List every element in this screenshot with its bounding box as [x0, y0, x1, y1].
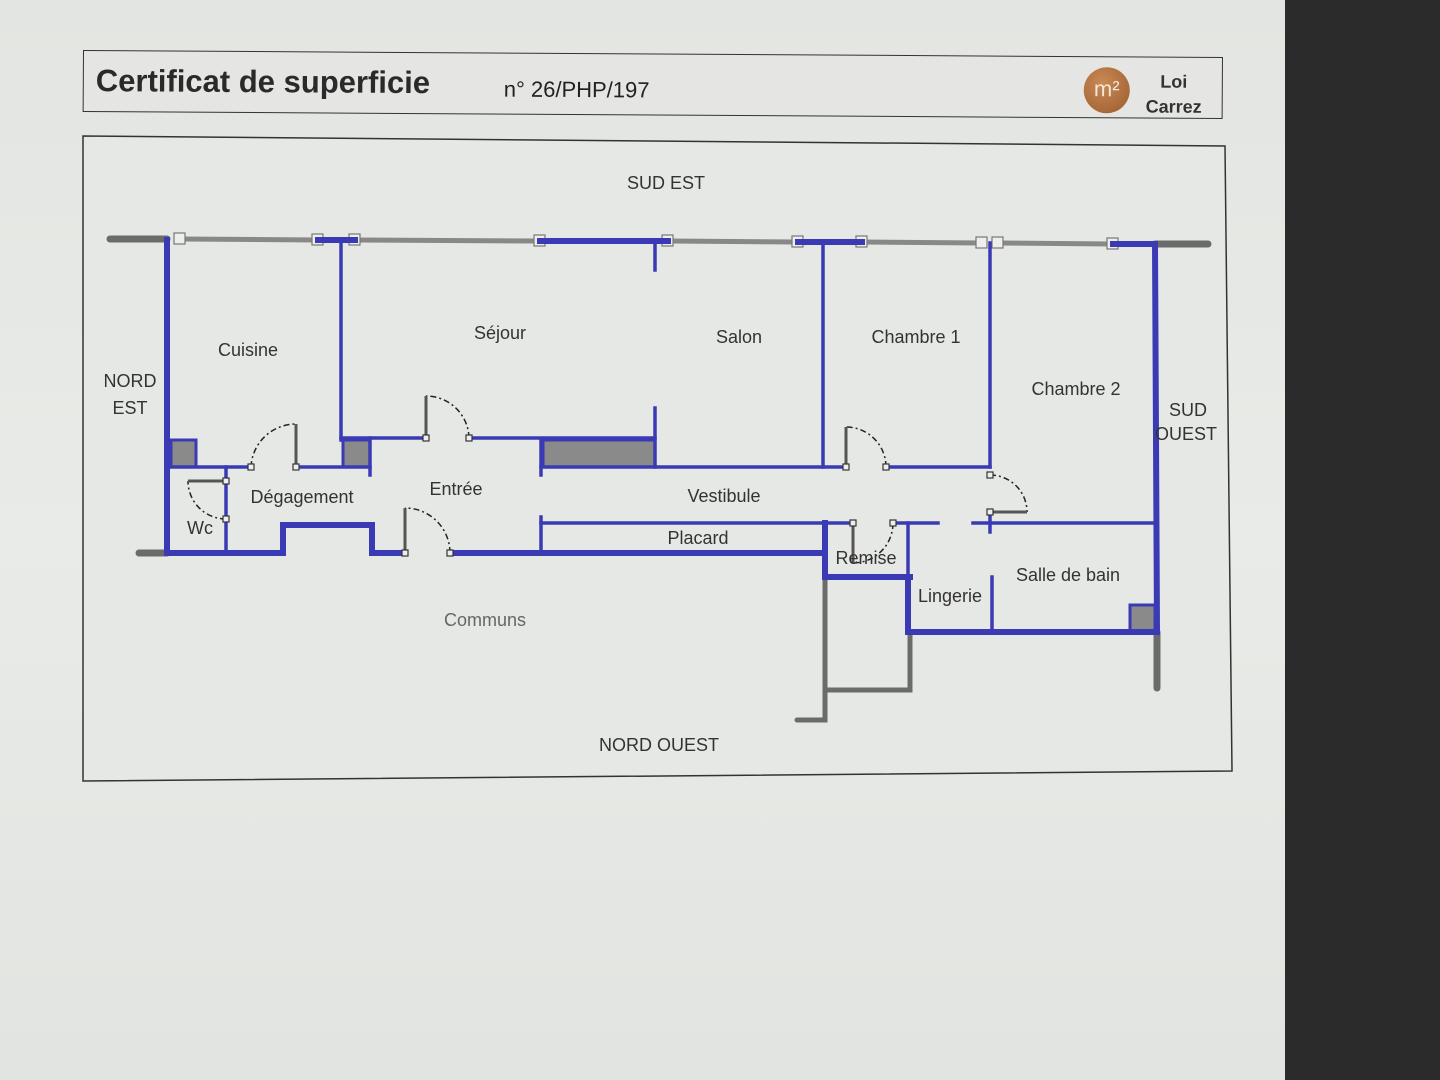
area-communs: Communs — [444, 610, 526, 630]
room-chambre-1: Chambre 1 — [871, 327, 960, 347]
room-salle-de-bain: Salle de bain — [1016, 565, 1120, 585]
orientation-left-2: EST — [112, 398, 147, 418]
orientation-left-1: NORD — [104, 371, 157, 391]
orientation-bottom: NORD OUEST — [599, 735, 719, 755]
orientation-right-2: OUEST — [1155, 424, 1217, 444]
room-placard: Placard — [667, 528, 728, 548]
room-remise: Remise — [835, 548, 896, 568]
orientation-right-1: SUD — [1169, 400, 1207, 420]
room-vestibule: Vestibule — [687, 486, 760, 506]
ducts — [169, 438, 1157, 634]
interior-walls — [164, 237, 1161, 636]
room-wc: Wc — [187, 518, 213, 538]
room-salon: Salon — [716, 327, 762, 347]
room-degagement: Dégagement — [250, 487, 353, 507]
room-entree: Entrée — [429, 479, 482, 499]
room-cuisine: Cuisine — [218, 340, 278, 360]
room-chambre-2: Chambre 2 — [1031, 379, 1120, 399]
orientation-top: SUD EST — [627, 173, 705, 193]
plan-frame — [82, 135, 1233, 782]
room-lingerie: Lingerie — [918, 586, 982, 606]
doors — [187, 395, 1028, 564]
exterior-walls — [106, 235, 1212, 723]
room-sejour: Séjour — [474, 323, 526, 343]
